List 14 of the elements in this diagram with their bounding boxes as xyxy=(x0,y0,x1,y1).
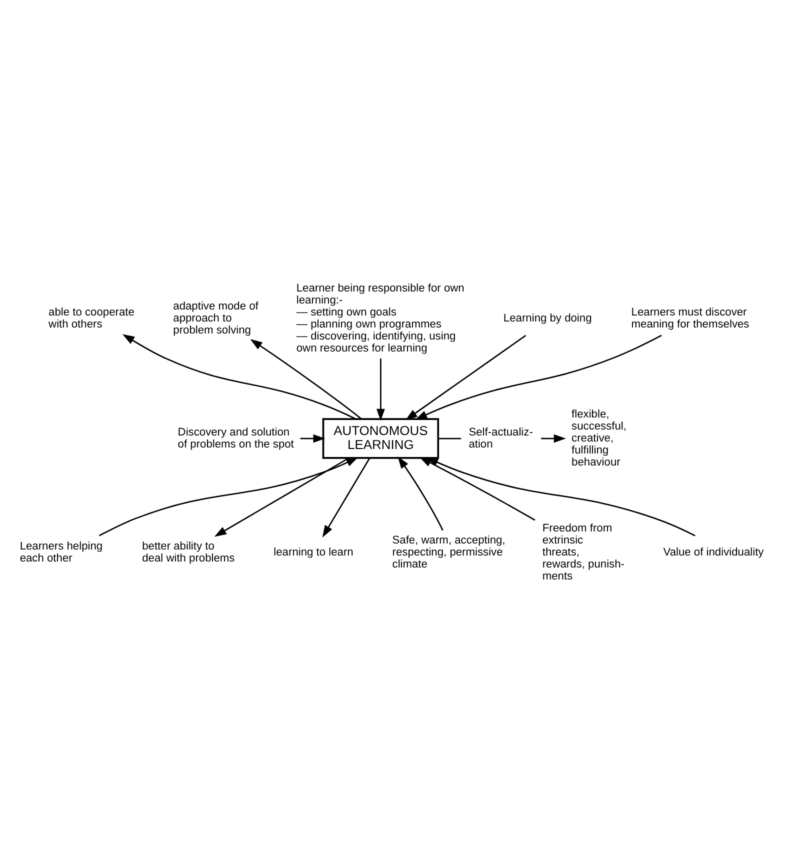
node-text: Learning by doing xyxy=(503,312,592,324)
node-text: Learners helping each other xyxy=(20,540,103,564)
node-text: adaptive mode of approach to problem solving xyxy=(173,300,258,336)
node-text: flexible, successful, creative, fulfilling behaviour xyxy=(572,408,626,468)
node-text: Learners must discover meaning for themselves xyxy=(631,306,750,330)
node-text: Discovery and solution of problems on the spot xyxy=(178,426,294,450)
node-text: able to cooperate with others xyxy=(48,306,134,330)
node-text: Value of individuality xyxy=(663,546,764,558)
node-text: Freedom from extrinsic threats, rewards, punish- ments xyxy=(542,522,624,582)
node-text: Safe, warm, accepting, respecting, permissive climate xyxy=(392,534,506,570)
node-text: better ability to deal with problems xyxy=(142,540,235,564)
node-text: Self-actualiz- ation xyxy=(468,426,533,450)
node-text: learning to learn xyxy=(274,546,354,558)
node-text: Learner being responsible for own learning:- — setting own goals — planning own programmes — discovering, identifying, using own resources for learning xyxy=(296,282,464,354)
